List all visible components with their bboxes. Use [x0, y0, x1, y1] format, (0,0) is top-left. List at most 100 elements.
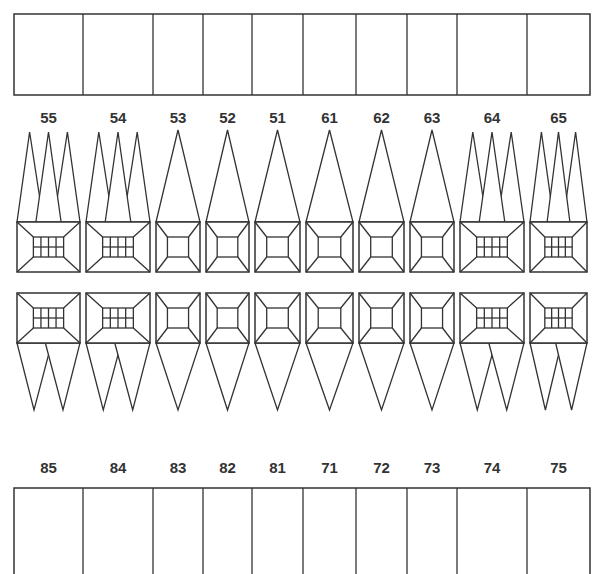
surface-line	[156, 257, 167, 272]
surface-line	[341, 222, 353, 237]
surface-line	[255, 222, 267, 237]
surface-line	[133, 328, 150, 343]
surface-line	[410, 328, 421, 343]
tooth-number: 75	[550, 460, 567, 475]
surface-grid	[33, 317, 63, 318]
surface-line	[86, 222, 103, 237]
surface-line	[238, 293, 249, 308]
surface-line	[507, 257, 524, 272]
surface-grid	[110, 237, 111, 257]
surface-line	[189, 293, 200, 308]
tooth-root	[547, 132, 570, 222]
tooth-crown	[359, 293, 404, 343]
record-box-divider	[456, 488, 457, 574]
tooth-root	[306, 343, 353, 410]
tooth-root	[460, 343, 495, 410]
record-box-divider	[82, 14, 83, 95]
tooth-crown	[530, 293, 587, 343]
occlusal-surface	[318, 237, 341, 257]
record-box-divider	[456, 14, 457, 95]
surface-line	[86, 257, 103, 272]
surface-line	[17, 293, 33, 308]
tooth-crown	[156, 293, 200, 343]
tooth-root	[36, 132, 61, 222]
occlusal-surface	[371, 237, 393, 257]
surface-line	[443, 293, 454, 308]
tooth-root	[156, 130, 200, 222]
surface-grid	[551, 237, 552, 257]
surface-line	[572, 222, 587, 237]
tooth-crown	[359, 222, 404, 272]
surface-grid	[484, 308, 485, 328]
record-box-divider	[355, 14, 356, 95]
occlusal-surface	[33, 237, 63, 257]
surface-line	[206, 257, 217, 272]
surface-grid	[125, 237, 126, 257]
tooth-number: 83	[170, 460, 187, 475]
surface-line	[443, 222, 454, 237]
surface-line	[133, 222, 150, 237]
surface-line	[288, 328, 300, 343]
tooth-number: 62	[373, 110, 390, 125]
surface-line	[530, 257, 545, 272]
surface-line	[572, 328, 587, 343]
surface-line	[288, 293, 300, 308]
surface-line	[189, 257, 200, 272]
surface-line	[410, 222, 421, 237]
tooth-root	[86, 343, 121, 410]
occlusal-surface	[267, 308, 289, 328]
record-box-divider	[406, 488, 407, 574]
occlusal-surface	[545, 237, 572, 257]
tooth-root	[489, 343, 524, 410]
tooth-root	[359, 343, 404, 410]
tooth-root	[206, 130, 249, 222]
tooth-number: 71	[321, 460, 338, 475]
occlusal-surface	[318, 308, 341, 328]
surface-grid	[477, 246, 508, 247]
surface-grid	[545, 317, 572, 318]
tooth-number: 82	[219, 460, 236, 475]
tooth-root	[410, 130, 454, 222]
surface-grid	[40, 308, 41, 328]
surface-line	[206, 328, 217, 343]
surface-line	[507, 222, 524, 237]
tooth-crown	[410, 293, 454, 343]
surface-line	[133, 293, 150, 308]
surface-line	[460, 293, 477, 308]
record-box-row	[14, 14, 590, 95]
tooth-number: 85	[40, 460, 57, 475]
surface-line	[156, 328, 167, 343]
tooth-number: 63	[424, 110, 441, 125]
occlusal-surface	[477, 237, 508, 257]
record-box-divider	[152, 14, 153, 95]
surface-line	[392, 293, 404, 308]
tooth-number: 84	[110, 460, 127, 475]
tooth-number: 55	[40, 110, 57, 125]
surface-line	[189, 222, 200, 237]
surface-line	[392, 328, 404, 343]
record-box-divider	[355, 488, 356, 574]
tooth-crown	[410, 222, 454, 272]
surface-line	[64, 293, 80, 308]
surface-line	[443, 257, 454, 272]
tooth-number: 72	[373, 460, 390, 475]
surface-line	[64, 328, 80, 343]
surface-grid	[103, 246, 134, 247]
surface-line	[572, 257, 587, 272]
surface-line	[189, 328, 200, 343]
tooth-root	[556, 343, 587, 410]
record-box-divider	[152, 488, 153, 574]
tooth-crown	[530, 222, 587, 272]
tooth-number: 74	[484, 460, 501, 475]
surface-line	[460, 257, 477, 272]
surface-line	[530, 328, 545, 343]
occlusal-surface	[103, 237, 134, 257]
surface-line	[530, 222, 545, 237]
tooth-number: 61	[321, 110, 338, 125]
occlusal-surface	[217, 308, 238, 328]
occlusal-surface	[477, 308, 508, 328]
tooth-root	[359, 130, 404, 222]
tooth-root	[530, 343, 561, 410]
tooth-number: 53	[170, 110, 187, 125]
surface-line	[17, 222, 33, 237]
